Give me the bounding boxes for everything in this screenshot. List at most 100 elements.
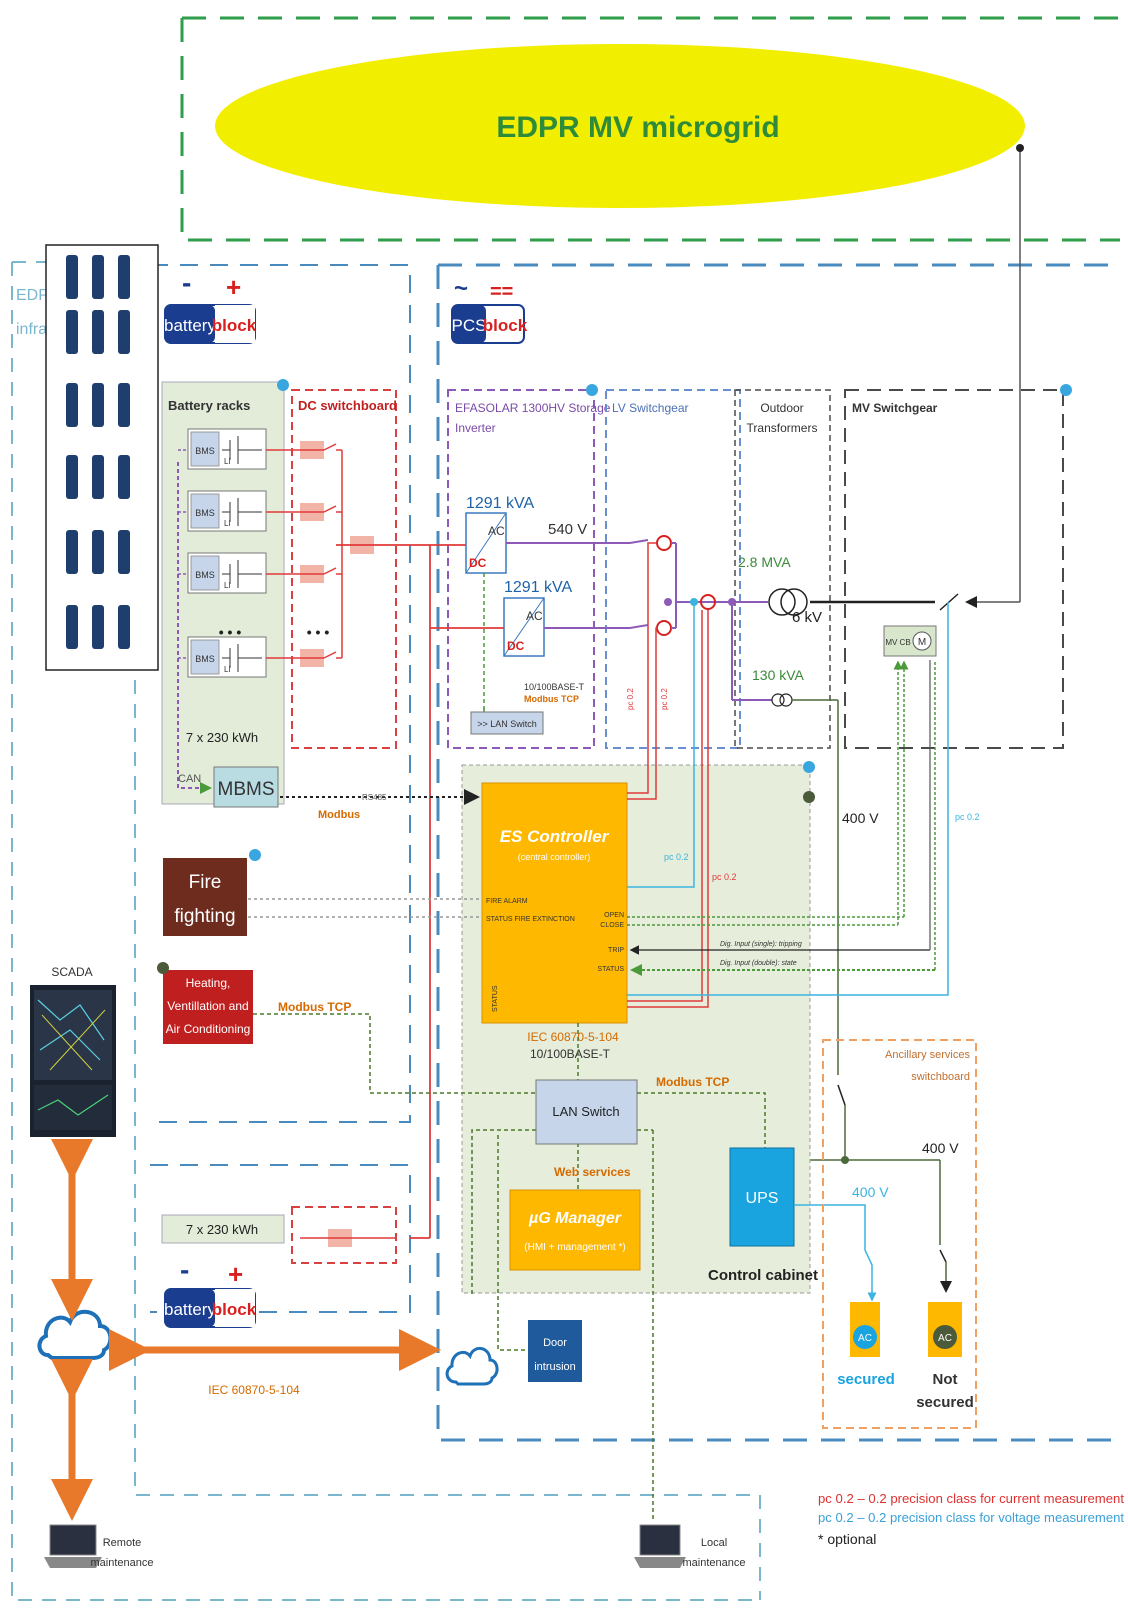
dig-double-label: Dig. Input (double): state — [720, 960, 797, 967]
svg-text:~: ~ — [454, 275, 468, 302]
svg-text:DC: DC — [507, 639, 525, 653]
local-label-2: maintenance — [683, 1557, 746, 1569]
battery-block-logo-bottom: - + battery block — [164, 1254, 257, 1327]
inverter-title-1: EFASOLAR 1300HV Storage — [455, 401, 611, 415]
svg-text:Fire: Fire — [189, 872, 222, 893]
ac-indicator-icon — [803, 761, 815, 773]
svg-text:AC: AC — [526, 609, 543, 623]
svg-text:switchboard: switchboard — [911, 1071, 970, 1083]
microgrid-title: EDPR MV microgrid — [496, 111, 779, 144]
battery-cell-icon — [66, 255, 78, 299]
hvac-modbus-label: Modbus TCP — [278, 1000, 351, 1014]
svg-text:Door: Door — [543, 1337, 567, 1349]
ug-manager-title: µG Manager — [528, 1210, 622, 1227]
battery-cell-icon — [66, 530, 78, 574]
svg-text:+: + — [228, 1259, 243, 1289]
battery-cell-icon — [92, 455, 104, 499]
svg-text:M: M — [918, 637, 926, 648]
scada-title: SCADA — [51, 965, 92, 979]
ac-indicator-icon — [803, 791, 815, 803]
svg-text:block: block — [483, 316, 528, 335]
svg-text:STATUS: STATUS — [492, 985, 499, 1012]
local-label-1: Local — [701, 1537, 727, 1549]
battery-cell-icon — [118, 383, 130, 427]
battery-cell-icon — [66, 310, 78, 354]
edp-label: EDP — [16, 287, 49, 304]
battery-cell-icon — [92, 255, 104, 299]
svg-text:Ventillation and: Ventillation and — [167, 999, 248, 1013]
not-secured-label-1: Not — [933, 1371, 958, 1388]
inverter-eth: 10/100BASE-T — [524, 682, 585, 692]
battery-ellipsis: • • • — [219, 624, 242, 640]
battery-cell-icon — [92, 530, 104, 574]
secured-label: secured — [837, 1371, 895, 1388]
pc02-label-2: pc 0.2 — [712, 872, 737, 882]
svg-text:OPEN: OPEN — [604, 912, 624, 919]
svg-text:Heating,: Heating, — [186, 976, 231, 990]
inverter-voltage: 540 V — [548, 521, 587, 538]
svg-text:CLOSE: CLOSE — [600, 922, 624, 929]
inverter-modbus: Modbus TCP — [524, 694, 579, 704]
outdoor-title-1: Outdoor — [760, 401, 803, 415]
bms-label: BMS — [195, 446, 215, 456]
inverter-title-2: Inverter — [455, 421, 496, 435]
cloud-icon-left — [39, 1312, 110, 1358]
rs485-label: RS485 — [362, 793, 387, 802]
transformer-kv: 6 kV — [792, 609, 822, 626]
controller-iec: IEC 60870-5-104 — [527, 1030, 619, 1044]
bms-label: BMS — [195, 570, 215, 580]
dc-switchboard-title: DC switchboard — [298, 398, 397, 413]
es-controller-title: ES Controller — [500, 827, 610, 846]
pc02-label-4: pc 0.2 — [626, 688, 635, 710]
mv-switchgear-border — [845, 390, 1063, 748]
dig-single-label: Dig. Input (single): tripping — [720, 941, 802, 948]
svg-text:>> LAN Switch: >> LAN Switch — [477, 719, 537, 729]
infra-label: infra — [16, 321, 47, 338]
svg-text:AC: AC — [938, 1333, 952, 1344]
cloud-icon-right — [447, 1348, 497, 1384]
svg-text:block: block — [212, 316, 257, 335]
svg-text:STATUS FIRE EXTINCTION: STATUS FIRE EXTINCTION — [486, 916, 575, 923]
dc-switch-icon — [300, 649, 342, 667]
lan-switch-label: LAN Switch — [552, 1104, 619, 1119]
svg-text:==: == — [490, 281, 513, 303]
svg-text:STATUS: STATUS — [597, 966, 624, 973]
inverter-kva1: 1291 kVA — [466, 495, 535, 512]
legend-current: pc 0.2 – 0.2 precision class for current… — [818, 1491, 1124, 1506]
modbus-label: Modbus — [318, 809, 360, 821]
voltage-400-2: 400 V — [922, 1140, 959, 1156]
control-cabinet-title: Control cabinet — [708, 1267, 818, 1284]
battery-cell-icon — [66, 455, 78, 499]
mv-switchgear-title: MV Switchgear — [852, 401, 938, 415]
battery-cell-icon — [118, 605, 130, 649]
svg-text:Air Conditioning: Air Conditioning — [166, 1022, 251, 1036]
inverter-kva2: 1291 kVA — [504, 579, 573, 596]
ac-indicator-icon — [277, 379, 289, 391]
mbms-label: MBMS — [218, 779, 275, 800]
battery-cell-icon — [118, 455, 130, 499]
dc-switch-icon — [300, 565, 342, 583]
li-label: Li — [224, 581, 230, 590]
outdoor-title-2: Transformers — [747, 421, 818, 435]
battery-capacity: 7 x 230 kWh — [186, 730, 258, 745]
battery-racks-title: Battery racks — [168, 398, 250, 413]
remote-label-1: Remote — [103, 1537, 142, 1549]
dc-switch-icon — [300, 503, 342, 521]
not-secured-label-2: secured — [916, 1394, 974, 1411]
transformer-kva: 130 kVA — [752, 667, 805, 683]
svg-text:+: + — [226, 272, 241, 302]
svg-text:AC: AC — [488, 524, 505, 538]
voltage-400-1: 400 V — [842, 810, 879, 826]
li-label: Li — [224, 519, 230, 528]
ug-manager-box — [510, 1190, 640, 1270]
bms-label: BMS — [195, 508, 215, 518]
svg-text:MV CB: MV CB — [885, 638, 910, 647]
svg-text:fighting: fighting — [174, 906, 235, 927]
battery-cell-icon — [66, 605, 78, 649]
ancillary-switchboard-border — [823, 1040, 976, 1428]
battery-cell-icon — [118, 530, 130, 574]
battery-cell-icon — [92, 383, 104, 427]
pc02-label-5: pc 0.2 — [660, 688, 669, 710]
orange-communication-arrows — [72, 1160, 420, 1500]
